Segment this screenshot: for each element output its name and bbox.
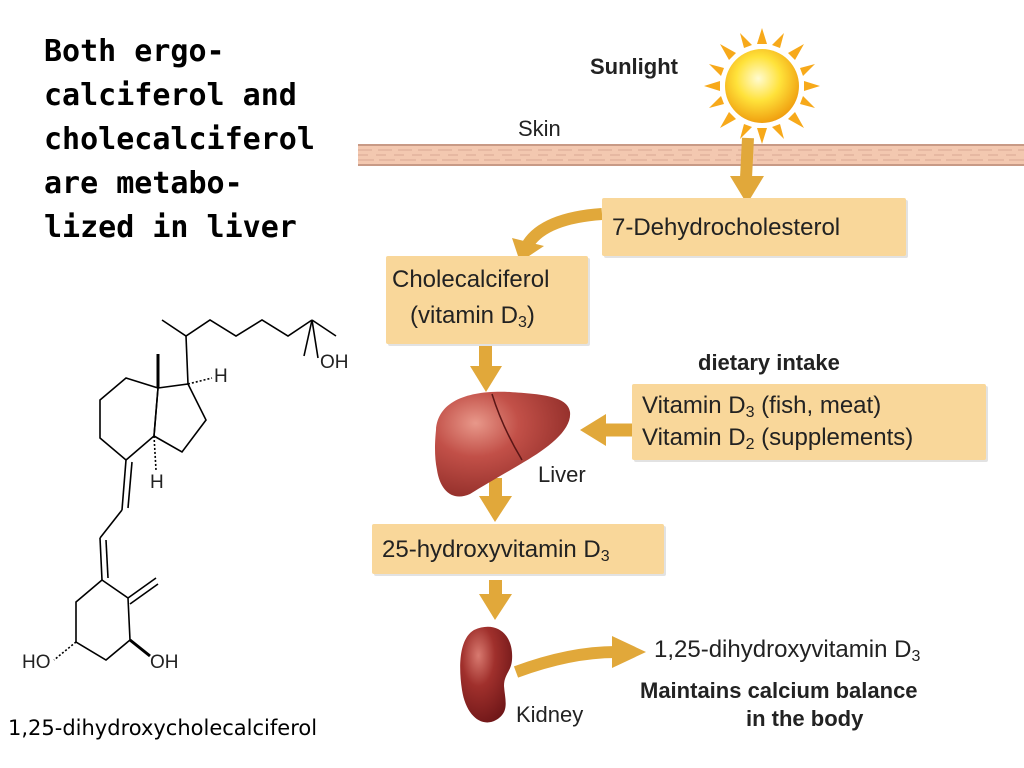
maintains-line2: in the body <box>746 706 864 731</box>
kidney-label: Kidney <box>516 702 584 727</box>
chole-box <box>386 256 588 344</box>
diet-line2: Vitamin D2 (supplements) <box>642 424 914 453</box>
atom-label-oh-bottom: OH <box>150 652 179 673</box>
chole-line2: (vitamin D3) <box>410 302 535 331</box>
title-line: lized in liver <box>44 210 297 245</box>
arrow-chole-to-liver <box>470 345 502 392</box>
dehydro-box <box>602 198 906 256</box>
diet-line1: Vitamin D3 (fish, meat) <box>642 392 882 421</box>
arrow-hydroxy-to-kidney <box>479 580 512 620</box>
molecule-structure <box>53 319 337 661</box>
maintains-line1: Maintains calcium balance <box>640 678 918 703</box>
liver-label: Liver <box>538 462 586 487</box>
atom-label-h2: H <box>150 472 164 493</box>
hydroxy-label: 25-hydroxyvitamin D3 <box>382 536 610 565</box>
title-line: Both ergo- <box>44 34 225 69</box>
sun-icon <box>704 28 820 144</box>
liver-icon <box>435 391 571 497</box>
arrow-dehydro-to-chole <box>512 208 603 262</box>
hydroxy-box <box>372 524 664 574</box>
atom-label-oh-top: OH <box>320 352 349 373</box>
skin-label: Skin <box>518 116 561 141</box>
title-line: calciferol and <box>44 78 297 113</box>
molecule-caption: 1,25-dihydroxycholecalciferol <box>8 716 318 740</box>
dietary-box <box>632 384 986 460</box>
dehydro-label: 7-Dehydrocholesterol <box>612 214 841 241</box>
title-line: are metabo- <box>44 166 243 201</box>
sunlight-label: Sunlight <box>590 54 678 79</box>
arrow-diet-to-liver <box>580 414 632 446</box>
atom-label-ho: HO <box>22 652 51 673</box>
chole-line1: Cholecalciferol <box>392 266 550 293</box>
arrow-sun-to-dehydro <box>730 137 764 204</box>
title-line: cholecalciferol <box>44 122 315 157</box>
atom-label-h1: H <box>214 366 228 387</box>
slide-title: Both ergo- calciferol and cholecalcifero… <box>44 30 344 250</box>
kidney-icon <box>460 626 513 723</box>
arrow-kidney-to-dihydroxy <box>513 636 646 678</box>
skin-band <box>358 144 1024 166</box>
dietary-intake-title: dietary intake <box>698 350 840 375</box>
arrow-liver-to-hydroxy <box>479 478 512 522</box>
dihydroxy-label: 1,25-dihydroxyvitamin D3 <box>654 636 921 665</box>
